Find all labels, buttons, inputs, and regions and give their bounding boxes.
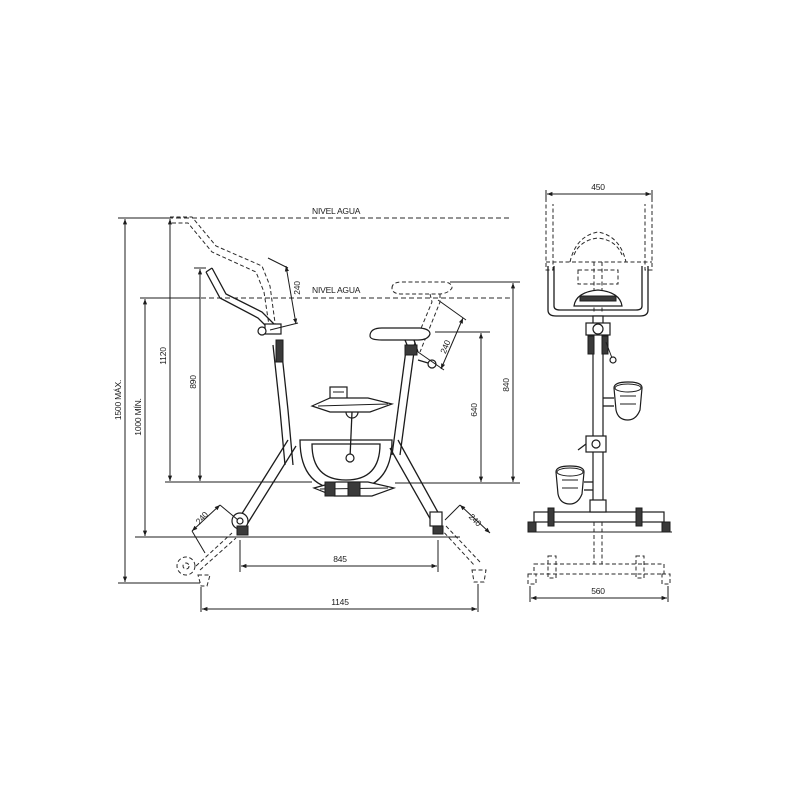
front-view: 450 560 [527,182,672,602]
water-level-label-bottom: NIVEL AGUA [312,285,361,295]
front-wheel-label: 240 [194,509,211,526]
front-pedal-lower [555,465,585,505]
water-level-label-top: NIVEL AGUA [312,206,361,216]
height-890-label: 890 [188,375,198,389]
height-840-label: 840 [501,378,511,392]
handlebar-knob [257,326,267,336]
lowered-front-wheel-ghost [176,556,196,576]
seat-adjust-label: 240 [438,338,453,355]
handlebar-adjust-label: 240 [292,281,302,295]
rear-leg [397,439,441,517]
handlebar [205,271,271,331]
side-view: NIVEL AGUA NIVEL AGUA 1500 MÁX. 1000 MÍN… [113,206,520,612]
front-leg [237,439,289,521]
front-width-label: 450 [591,182,605,192]
dim-line-seat-adjust [440,317,464,370]
front-column [280,344,294,466]
seat-clamp [404,344,418,356]
front-pedal-upper [613,381,643,421]
min-height-label: 1000 MÍN. [133,398,143,435]
base-width-label: 560 [591,586,605,596]
dim-line-rear-foot [459,504,491,534]
rear-foot [429,511,443,527]
lowered-base-ghost [533,563,665,575]
raised-handlebar-ghost-front [545,198,554,271]
base-inner-label: 845 [333,554,347,564]
crank-arm [349,411,353,459]
dim-line-front-wheel [191,504,221,532]
height-1120-label: 1120 [158,347,168,365]
height-640-label: 640 [469,403,479,417]
dim-line-handlebar-adjust [284,265,298,325]
max-height-label: 1500 MÁX. [113,380,123,420]
raised-seat-ghost [391,281,453,295]
seat [369,327,431,341]
base-total-label: 1145 [331,597,349,607]
front-clamp [275,339,284,363]
raised-handlebar-ghost [170,216,277,331]
rear-column [391,349,407,456]
